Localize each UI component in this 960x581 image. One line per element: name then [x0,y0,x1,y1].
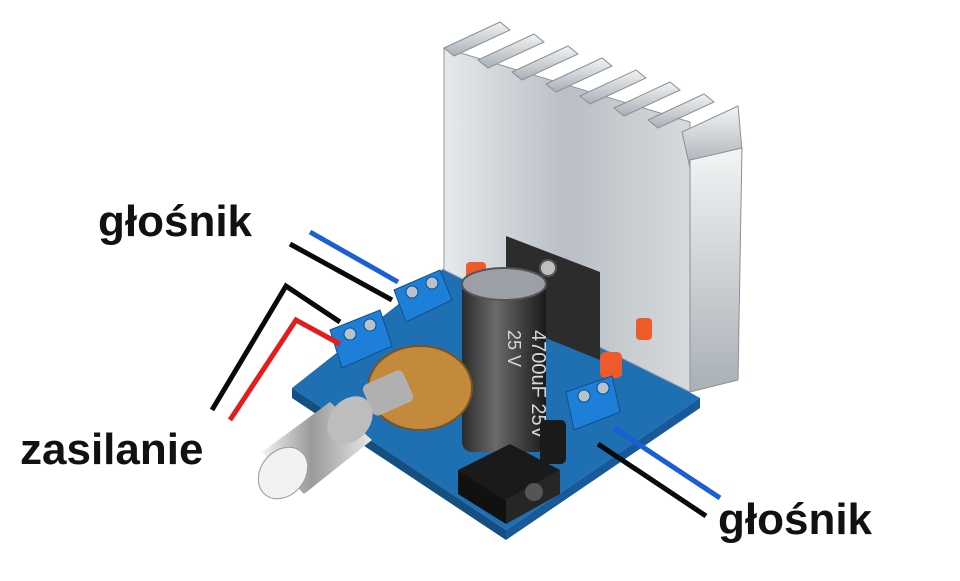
wire-speaker-top-blue [308,229,400,285]
wire-speaker-bottom-blue [612,425,722,501]
label-power: zasilanie [20,425,204,474]
capacitor-label: 4700uF 25V [527,330,549,440]
knob-icon [257,396,373,500]
label-speaker-top: głośnik [98,197,253,246]
label-speaker-bottom: głośnik [718,495,873,544]
terminal-power [329,309,393,369]
capacitor-label-2: 25 V [504,330,524,367]
large-capacitor: 4700uF 25V 25 V [461,267,549,452]
wire-power-red [227,316,342,422]
potentiometer-icon [362,345,473,431]
heatsink-fins [443,21,743,393]
wire-speaker-top-black [288,241,394,303]
wire-speaker-bottom-black [596,441,708,519]
terminal-speaker-top [393,269,453,323]
small-capacitor [540,420,566,464]
terminal-speaker-bottom [565,375,621,431]
wire-power-black [209,282,342,412]
audio-jack-icon [458,444,560,524]
